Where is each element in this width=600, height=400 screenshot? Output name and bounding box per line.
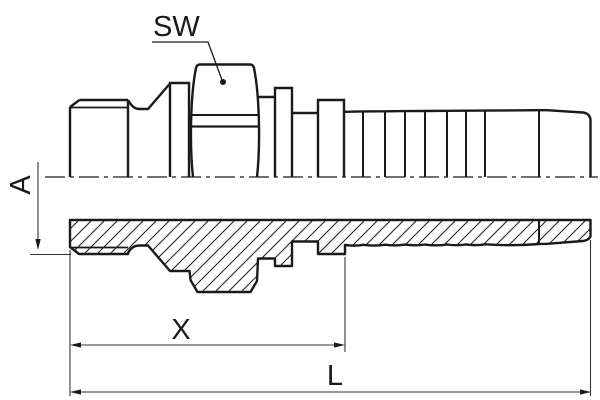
dim-l-arrow-left [70,389,81,395]
hose-stop-collar [316,98,346,177]
dimension-a [30,162,71,256]
dim-x-arrow-right [334,342,345,348]
hex-nut [189,63,261,178]
dim-l-arrow-right [580,389,591,395]
section-hatch-area [68,218,592,294]
label-l: L [327,360,343,392]
dim-x-arrow-left [70,342,81,348]
label-sw: SW [153,11,200,43]
dimension-x [70,257,346,352]
dim-a-arrow [35,239,41,250]
label-a: A [5,175,37,195]
dimension-l [69,240,592,396]
undercut-groove [126,82,171,111]
label-x: X [171,314,190,346]
collar-middle [273,86,294,177]
sw-leader-line [152,41,223,81]
thread-section [68,98,130,177]
sw-leader: SW [152,11,226,85]
collar-front [168,81,191,177]
sw-leader-dot [220,79,226,85]
hose-barbs [343,109,592,177]
